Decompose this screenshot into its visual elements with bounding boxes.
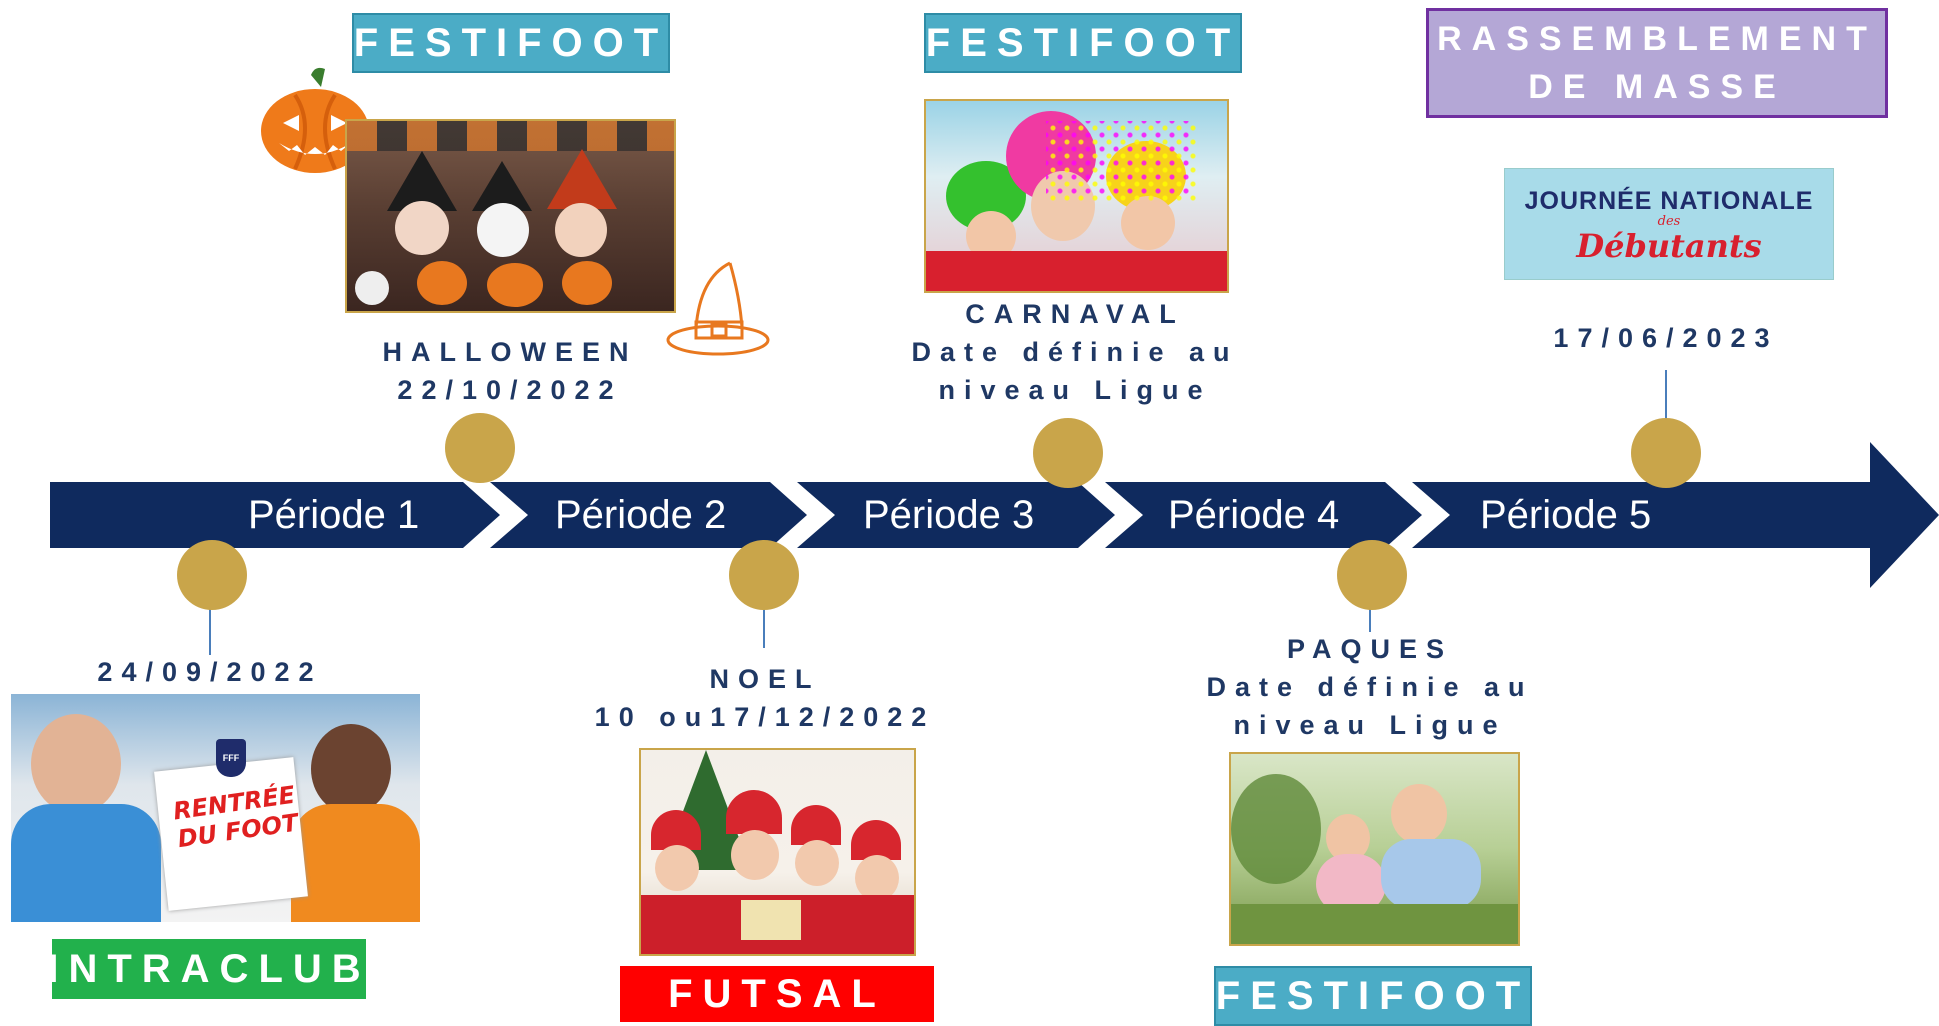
rentree-du-foot-photo: FFF RENTRÉE DU FOOT — [11, 694, 420, 922]
pumpkin-icon — [261, 67, 369, 173]
noel-title: NOEL — [709, 664, 821, 694]
milestone-dot-noel — [729, 540, 799, 610]
festifoot-tag-paques: FESTIFOOT — [1214, 966, 1532, 1026]
period-3-label: Période 3 — [863, 493, 1035, 537]
carnaval-date-line1: Date définie au — [911, 337, 1239, 367]
debutants-date: 17/06/2023 — [1553, 323, 1779, 353]
journee-des: des — [1657, 214, 1681, 229]
paques-title: PAQUES — [1286, 634, 1454, 664]
rassemblement-line2: DE MASSE — [1528, 68, 1786, 106]
milestone-dot-carnaval — [1033, 418, 1103, 488]
festifoot-tag-halloween: FESTIFOOT — [352, 13, 670, 73]
carnaval-photo — [924, 99, 1229, 293]
rentree-date: 24/09/2022 — [97, 657, 323, 687]
festifoot-tag-carnaval: FESTIFOOT — [924, 13, 1242, 73]
paques-date-line1: Date définie au — [1206, 672, 1534, 702]
paques-date-line2: niveau Ligue — [1233, 710, 1507, 740]
period-5-label: Période 5 — [1480, 493, 1652, 537]
journee-nationale-logo: JOURNÉE NATIONALE des Débutants — [1504, 168, 1834, 280]
rassemblement-line1: RASSEMBLEMENT — [1437, 20, 1877, 58]
chevron-separators — [463, 482, 1450, 548]
carnaval-date-line2: niveau Ligue — [938, 375, 1212, 405]
rassemblement-tag: RASSEMBLEMENT DE MASSE — [1426, 8, 1888, 118]
halloween-title: HALLOWEEN — [382, 337, 638, 367]
milestone-dot-rentree — [177, 540, 247, 610]
halloween-date: 22/10/2022 — [397, 375, 623, 405]
milestone-dot-halloween — [445, 413, 515, 483]
carnaval-label: CARNAVAL Date définie au niveau Ligue — [905, 295, 1245, 409]
halloween-label: HALLOWEEN 22/10/2022 — [380, 333, 640, 409]
period-2-label: Période 2 — [555, 493, 727, 537]
noel-photo — [639, 748, 916, 956]
halloween-photo — [345, 119, 676, 313]
noel-label: NOEL 10 ou17/12/2022 — [575, 660, 955, 736]
milestone-dot-debutants — [1631, 418, 1701, 488]
futsal-tag: FUTSAL — [620, 966, 934, 1022]
fff-badge: FFF — [216, 739, 246, 777]
paques-photo — [1229, 752, 1520, 946]
journee-subtitle: Débutants — [1576, 227, 1762, 265]
intraclub-tag: INTRACLUB — [47, 939, 366, 999]
noel-date: 10 ou17/12/2022 — [594, 702, 936, 732]
carnaval-title: CARNAVAL — [965, 299, 1185, 329]
journee-title: JOURNÉE NATIONALE — [1524, 187, 1814, 215]
paques-label: PAQUES Date définie au niveau Ligue — [1200, 630, 1540, 744]
period-4-label: Période 4 — [1168, 493, 1340, 537]
milestone-dot-paques — [1337, 540, 1407, 610]
period-1-label: Période 1 — [248, 493, 420, 537]
witch-hat-icon — [666, 261, 770, 356]
